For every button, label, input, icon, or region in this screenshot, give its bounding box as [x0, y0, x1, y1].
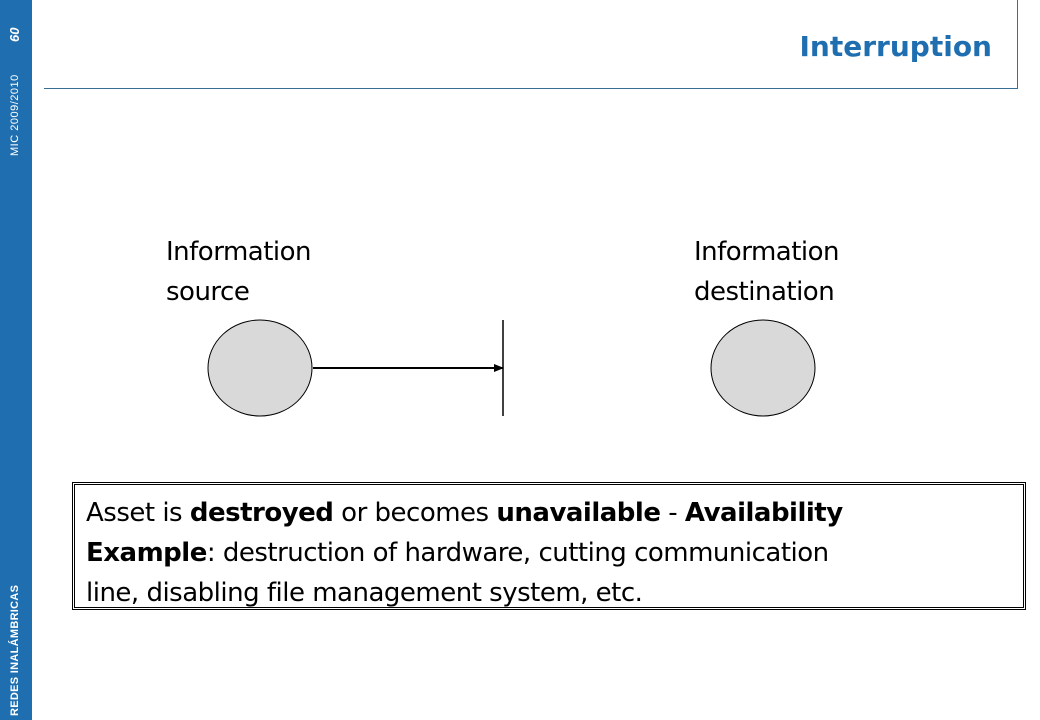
description-text-segment: - [660, 498, 685, 528]
header-divider [44, 88, 1018, 89]
description-text-segment: : destruction of hardware, cutting commu… [206, 538, 829, 568]
description-line-1: Asset is destroyed or becomes unavailabl… [86, 493, 1015, 533]
sidebar-band: REDES INALÁMBRICAS MIC 2009/2010 60 [0, 0, 32, 720]
page-title: Interruption [799, 30, 992, 63]
description-line-3: line, disabling file management system, … [86, 573, 1015, 613]
description-box: Asset is destroyed or becomes unavailabl… [72, 482, 1026, 610]
course-year-label: MIC 2009/2010 [9, 74, 21, 156]
source-label-line-2: source [166, 277, 250, 307]
keyword-availability: Availability [684, 498, 843, 528]
course-brand-label: REDES INALÁMBRICAS [9, 584, 21, 716]
description-text-segment: or becomes [333, 498, 497, 528]
destination-label-line-2: destination [694, 277, 835, 307]
source-label-line-1: Information [166, 237, 312, 267]
description-text-segment: line, disabling file management system, … [86, 578, 643, 608]
description-text: Asset is destroyed or becomes unavailabl… [86, 493, 1015, 613]
keyword-example: Example [86, 538, 207, 568]
destination-node [710, 319, 816, 417]
slide-number: 60 [7, 27, 22, 42]
keyword-destroyed: destroyed [189, 498, 334, 528]
description-text-segment: Asset is [86, 498, 190, 528]
description-line-2: Example: destruction of hardware, cuttin… [86, 533, 1015, 573]
source-node [207, 319, 313, 417]
destination-label: Information destination [694, 232, 840, 312]
destination-label-line-1: Information [694, 237, 840, 267]
keyword-unavailable: unavailable [496, 498, 661, 528]
header-vertical-divider [1017, 0, 1018, 89]
source-label: Information source [166, 232, 312, 312]
